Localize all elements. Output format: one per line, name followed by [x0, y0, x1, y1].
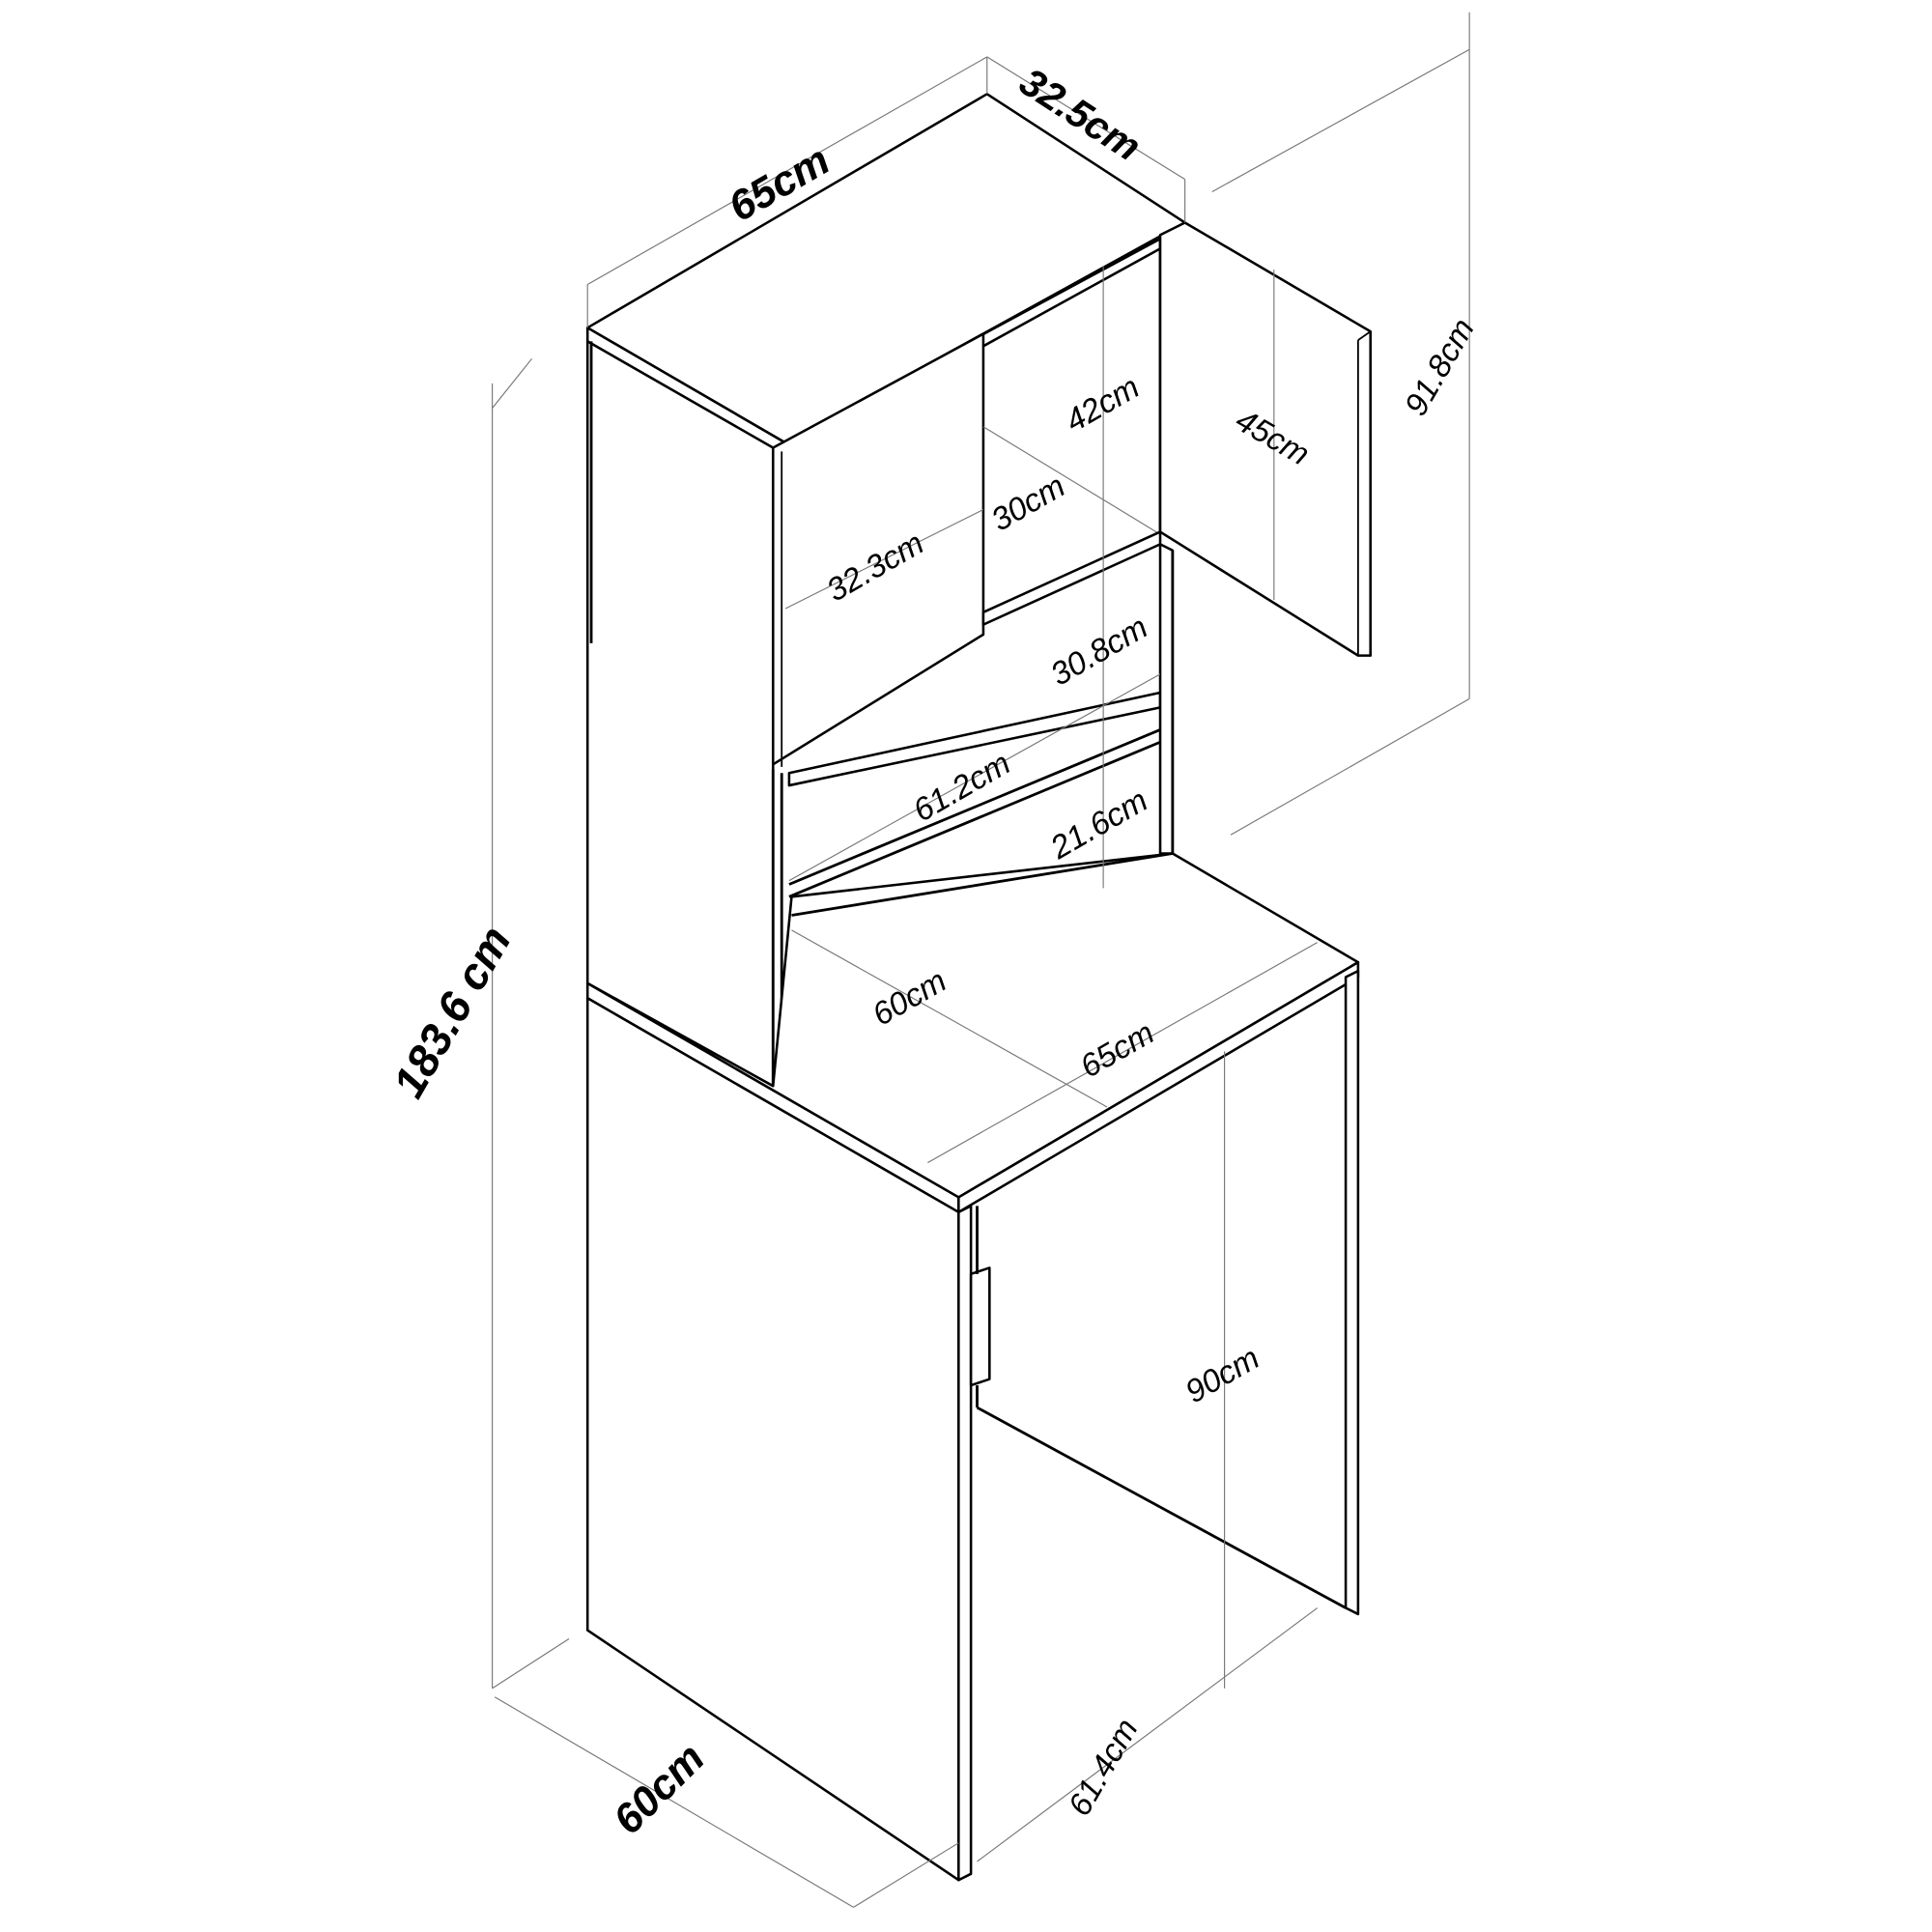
label-total-height: 183.6 cm	[383, 918, 520, 1106]
hutch-left-side	[585, 340, 775, 1088]
base-right-panel	[1344, 969, 1360, 1616]
hutch	[585, 93, 1372, 1088]
label-middle-compartment-height: 30.8cm	[1045, 610, 1154, 694]
hutch-right-side	[1158, 543, 1175, 855]
label-base-depth: 60cm	[605, 1735, 714, 1844]
label-base-height: 90cm	[1179, 1340, 1265, 1410]
dimension-lines	[492, 12, 1470, 1908]
label-lower-compartment-height: 21.6cm	[1044, 782, 1154, 867]
label-shelf-depth: 30cm	[985, 469, 1071, 539]
label-upper-compartment-height: 42cm	[1060, 369, 1146, 440]
label-base-inner-width: 61.4cm	[1062, 1713, 1146, 1822]
base-unit	[585, 852, 1360, 1882]
side-handle	[969, 1266, 991, 1387]
hutch-left-door	[771, 332, 985, 766]
base-left-panel-edge	[957, 1205, 973, 1882]
